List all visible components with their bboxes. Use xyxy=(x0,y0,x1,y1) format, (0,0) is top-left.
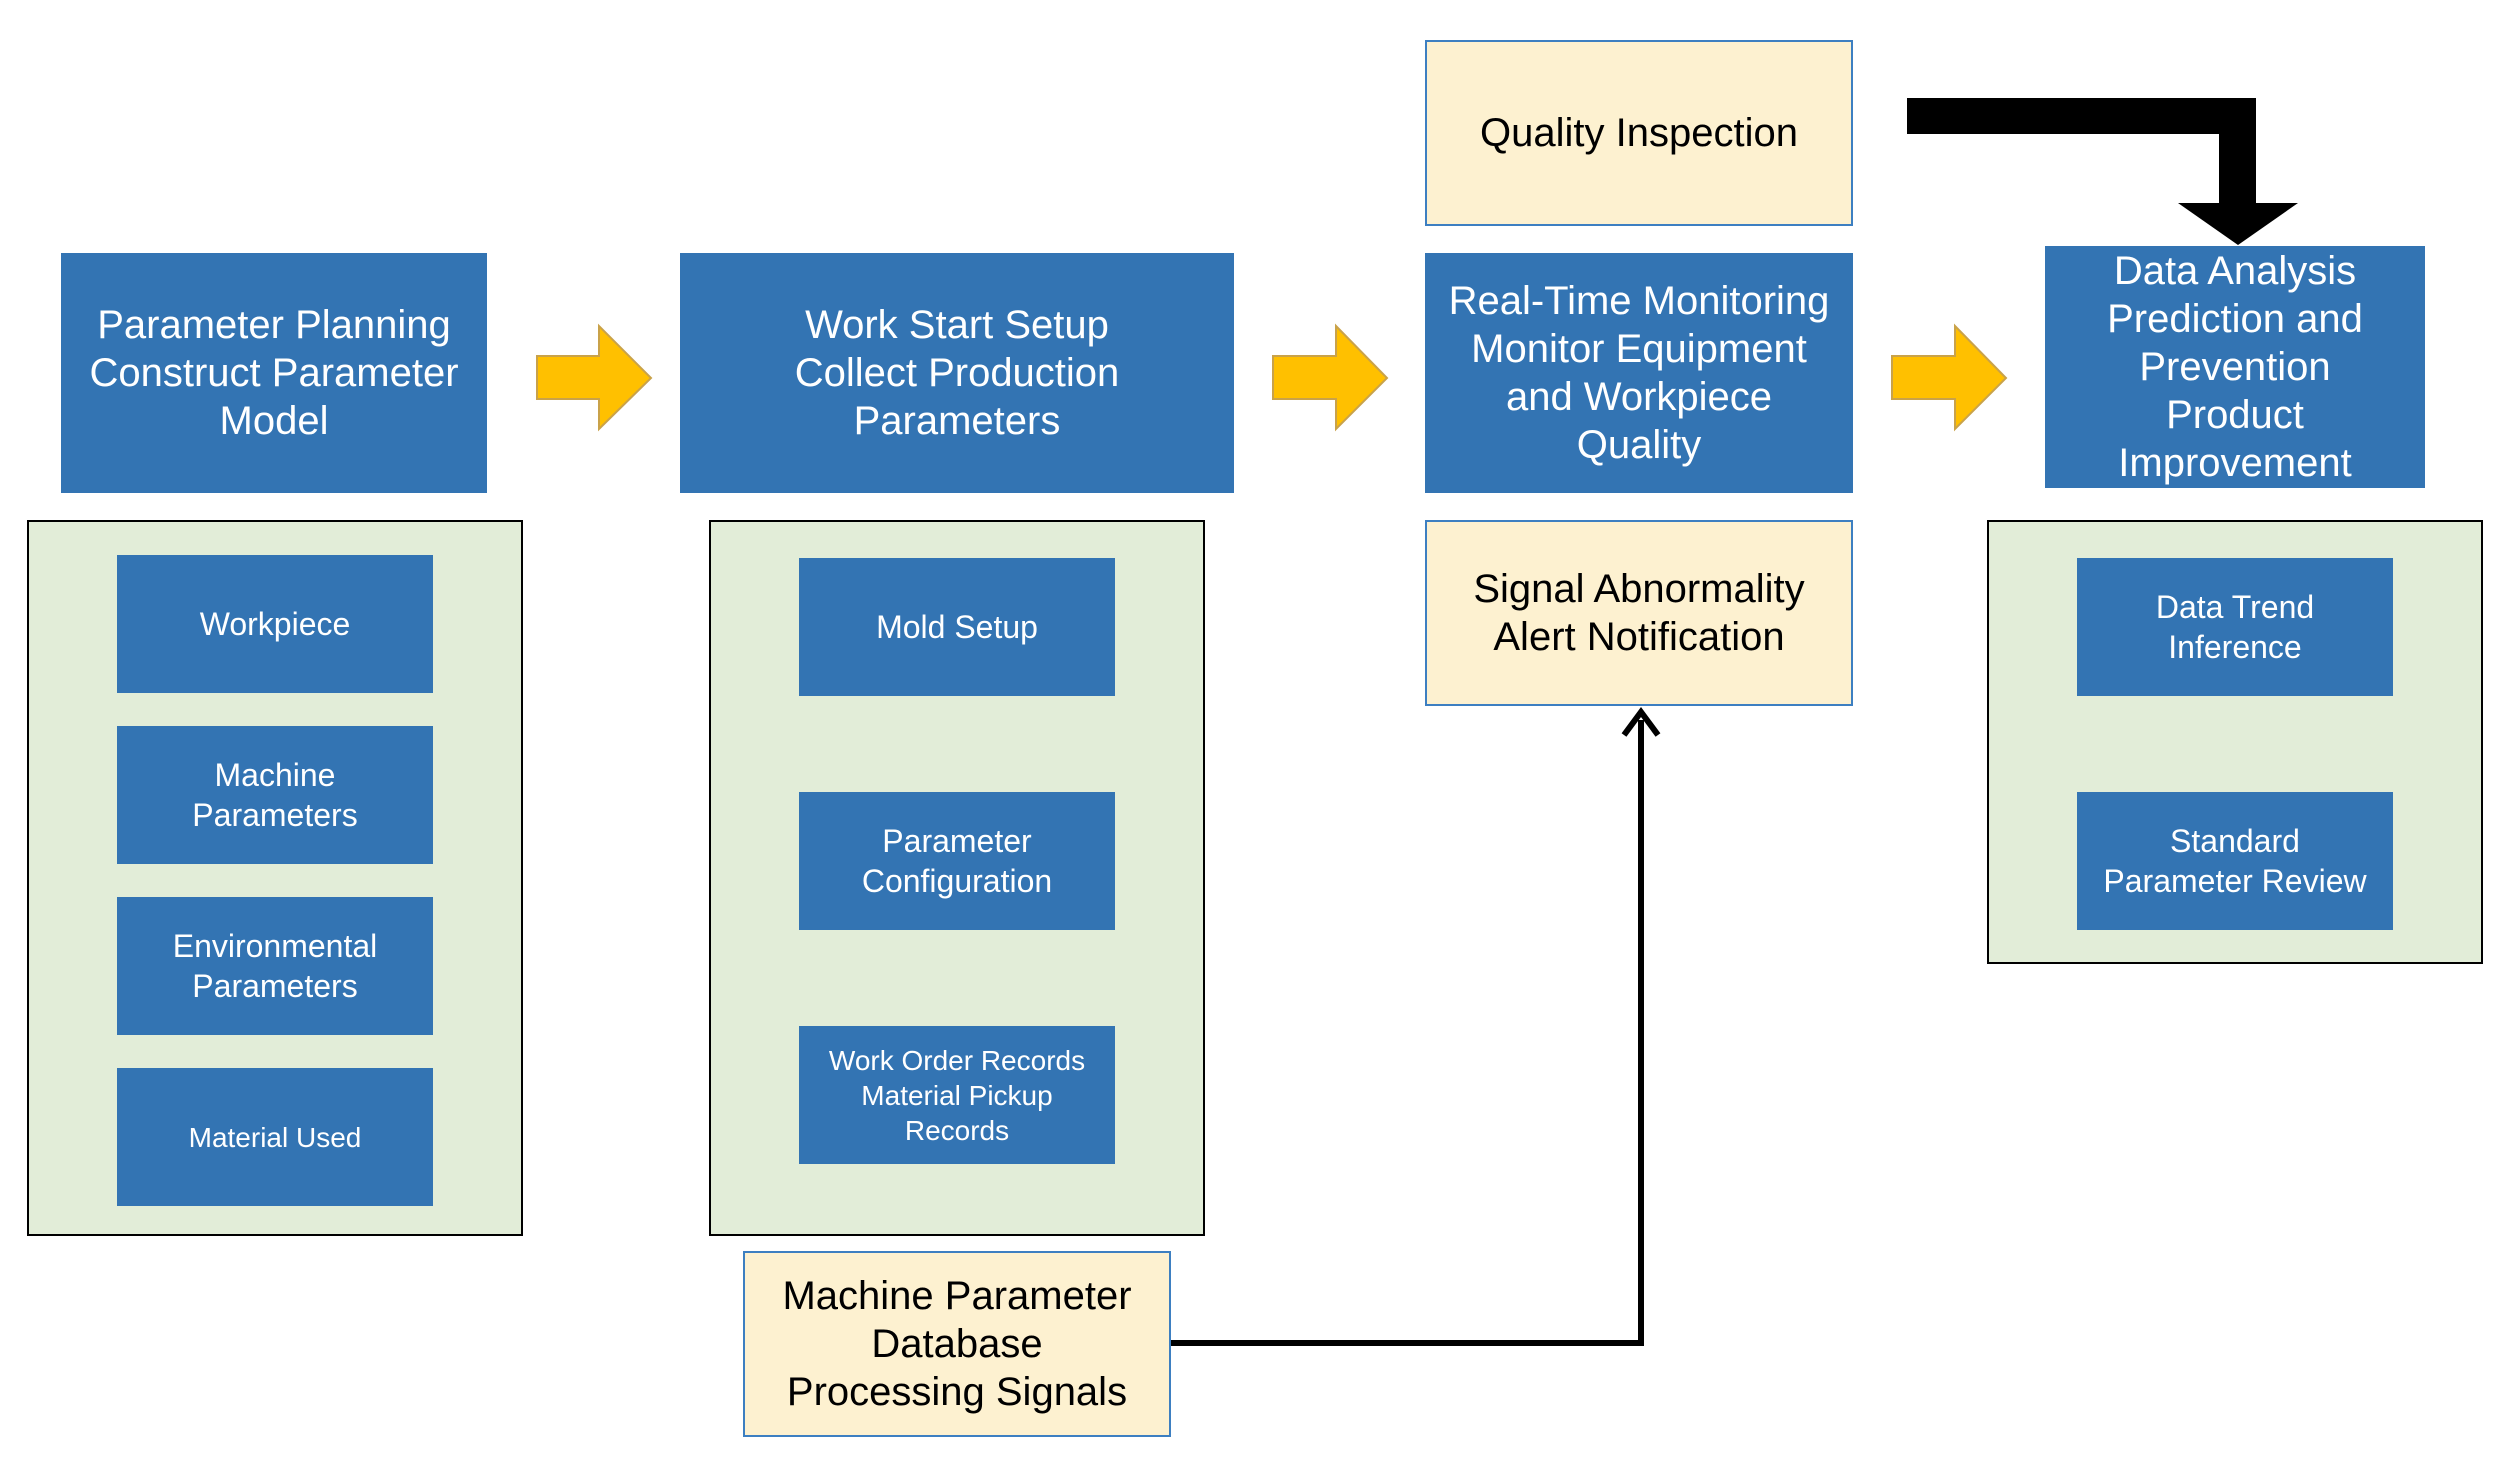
item-data-trend-inference: Data Trend Inference xyxy=(2077,558,2393,696)
item-material-used: Material Used xyxy=(117,1068,433,1206)
item-work-order-records: Work Order Records Material Pickup Recor… xyxy=(799,1026,1115,1164)
quality-to-analysis-arrow xyxy=(1907,98,2298,245)
stage-real-time-monitoring: Real-Time Monitoring Monitor Equipment a… xyxy=(1425,253,1853,493)
item-workpiece: Workpiece xyxy=(117,555,433,693)
item-machine-parameters: Machine Parameters xyxy=(117,726,433,864)
stage-parameter-planning: Parameter Planning Construct Parameter M… xyxy=(61,253,487,493)
flow-arrow-3 xyxy=(1891,323,2008,432)
note-quality-inspection: Quality Inspection xyxy=(1425,40,1853,226)
flow-arrow-2 xyxy=(1272,323,1389,432)
flow-arrow-1 xyxy=(536,323,653,432)
database-to-alert-connector xyxy=(1171,720,1644,1346)
stage-work-start-setup: Work Start Setup Collect Production Para… xyxy=(680,253,1234,493)
item-standard-parameter-review: Standard Parameter Review xyxy=(2077,792,2393,930)
item-mold-setup: Mold Setup xyxy=(799,558,1115,696)
database-to-alert-arrowhead xyxy=(1621,706,1661,737)
note-machine-parameter-database: Machine Parameter Database Processing Si… xyxy=(743,1251,1171,1437)
item-parameter-configuration: Parameter Configuration xyxy=(799,792,1115,930)
item-environmental-parameters: Environmental Parameters xyxy=(117,897,433,1035)
note-signal-abnormality-alert: Signal Abnormality Alert Notification xyxy=(1425,520,1853,706)
stage-data-analysis: Data Analysis Prediction and Prevention … xyxy=(2045,246,2425,488)
